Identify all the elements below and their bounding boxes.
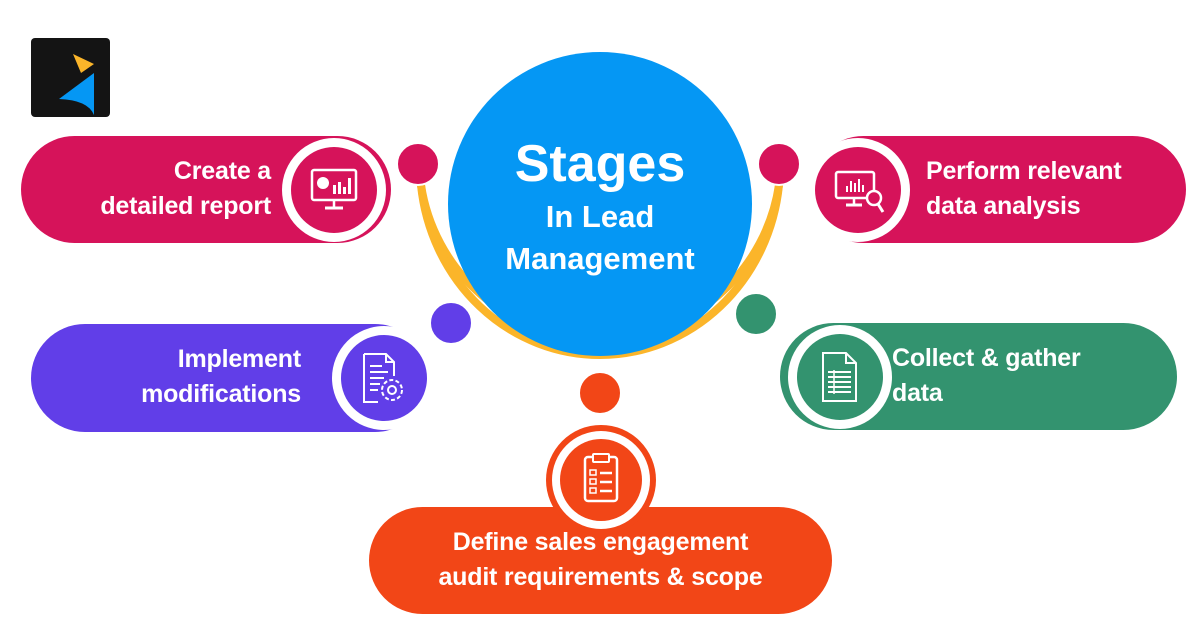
brand-logo — [31, 38, 110, 117]
stage-implement-modifications-line2: modifications — [141, 380, 301, 408]
connector-dot-analysis — [757, 142, 801, 186]
stage-data-analysis-line2: data analysis — [926, 192, 1081, 220]
title-in-lead: In Lead — [545, 199, 655, 234]
stage-define-requirements-icon-ring — [546, 425, 656, 535]
stage-create-report-line1: Create a — [173, 157, 271, 185]
title-management: Management — [505, 241, 695, 276]
clipboard-checklist-icon — [583, 453, 619, 503]
connector-dot-collect — [734, 292, 778, 336]
stage-data-analysis-line1: Perform relevant — [926, 157, 1122, 185]
stage-collect-data-line2: data — [892, 379, 943, 407]
document-gear-icon — [363, 353, 403, 403]
stage-data-analysis-icon-ring — [806, 138, 910, 242]
stage-implement-modifications-icon-ring — [332, 326, 436, 430]
center-title-circle: Stages In Lead Management — [448, 52, 752, 356]
monitor-chart-icon — [310, 168, 358, 210]
monitor-magnifier-icon — [834, 170, 885, 213]
stage-define-requirements-line2: audit requirements & scope — [438, 563, 763, 591]
connector-dot-modifications — [429, 301, 473, 345]
stage-create-report-line2: detailed report — [100, 192, 271, 220]
stage-implement-modifications-line1: Implement — [177, 345, 301, 373]
stage-collect-data-line1: Collect & gather — [892, 344, 1081, 372]
connector-dot-define — [578, 371, 622, 415]
stage-collect-data-icon-ring — [788, 325, 892, 429]
connector-dot-report — [396, 142, 440, 186]
spreadsheet-document-icon — [822, 352, 857, 402]
stage-create-report-icon-ring — [282, 138, 386, 242]
logo-arrow-icon — [59, 54, 94, 115]
title-stages: Stages — [514, 135, 686, 193]
